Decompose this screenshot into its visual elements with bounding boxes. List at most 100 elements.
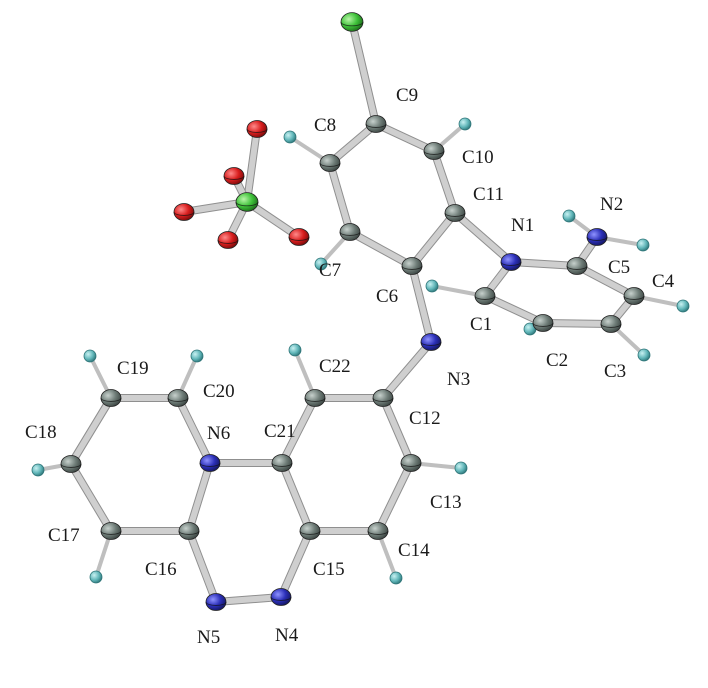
bond — [213, 594, 284, 605]
atom-c20 — [167, 389, 189, 407]
atom-n5 — [205, 593, 227, 611]
atom-label-c3: C3 — [604, 361, 626, 382]
hydrogen-atom — [637, 348, 651, 362]
atom-label-n1: N1 — [511, 215, 534, 236]
atom-label-c17: C17 — [48, 525, 80, 546]
bond — [244, 126, 260, 205]
bond — [327, 121, 379, 166]
atom-c14 — [367, 522, 389, 540]
atom-n1 — [500, 253, 522, 271]
bond-layer — [67, 18, 638, 606]
bond — [540, 320, 614, 327]
bond — [347, 229, 415, 269]
hydrogen-atom — [31, 463, 45, 477]
atom-label-c19: C19 — [117, 358, 149, 379]
atom-c7 — [339, 223, 361, 241]
atom-label-c4: C4 — [652, 271, 675, 292]
atom-c10 — [423, 142, 445, 160]
atom-c4 — [623, 287, 645, 305]
atom-c11 — [444, 204, 466, 222]
bond — [409, 263, 434, 345]
atom-c16 — [178, 522, 200, 540]
hydrogen-atom — [314, 257, 328, 271]
atom-label-c13: C13 — [430, 492, 462, 513]
bond — [380, 339, 434, 401]
bond — [482, 293, 546, 326]
atom-o4 — [217, 231, 239, 249]
hydrogen-atom — [562, 209, 576, 223]
hydrogen-atom — [425, 279, 439, 293]
atom-label-c15: C15 — [313, 559, 345, 580]
bond — [409, 210, 458, 269]
hydrogen-atom — [283, 130, 297, 144]
atom-label-c16: C16 — [145, 559, 177, 580]
hydrogen-atom — [389, 571, 403, 585]
bond — [68, 461, 114, 534]
atom-label-c18: C18 — [25, 422, 57, 443]
atom-cl1 — [340, 12, 364, 32]
bond — [373, 121, 437, 154]
atom-c13 — [400, 454, 422, 472]
atom-label-c9: C9 — [396, 85, 418, 106]
atom-label-c22: C22 — [319, 356, 351, 377]
bond — [68, 395, 114, 467]
bond — [431, 148, 458, 216]
hydrogen-atom — [458, 117, 472, 131]
atom-label-c21: C21 — [264, 421, 296, 442]
bond — [279, 460, 313, 534]
atom-n6 — [199, 454, 221, 472]
atom-c6 — [401, 257, 423, 275]
hydrogen-layer — [31, 117, 690, 585]
hydrogen-atom — [89, 570, 103, 584]
atom-label-c11: C11 — [473, 184, 504, 205]
hydrogen-atom — [454, 461, 468, 475]
atom-c18 — [60, 455, 82, 473]
atom-c22 — [304, 389, 326, 407]
atom-o3 — [173, 203, 195, 221]
bond — [327, 160, 353, 235]
atom-label-n5: N5 — [197, 627, 220, 648]
label-layer: C1C2C3C4C5C6C7C8C9C10C11C12C13C14C15C16C… — [25, 85, 675, 648]
hydrogen-atom — [288, 343, 302, 357]
atom-label-n4: N4 — [275, 625, 299, 646]
atom-label-n6: N6 — [207, 423, 230, 444]
atom-c17 — [100, 522, 122, 540]
atom-label-c10: C10 — [462, 147, 494, 168]
bond — [186, 528, 219, 605]
atom-label-c1: C1 — [470, 314, 492, 335]
atom-n2 — [586, 228, 608, 246]
bond — [508, 259, 580, 269]
bond — [574, 263, 637, 299]
bond — [175, 395, 213, 466]
atom-label-c8: C8 — [314, 115, 336, 136]
bond — [278, 528, 313, 600]
atom-label-c20: C20 — [203, 381, 235, 402]
atom-c9 — [365, 115, 387, 133]
bond — [452, 210, 514, 265]
atom-c19 — [100, 389, 122, 407]
atom-cl2 — [235, 192, 259, 212]
atom-label-c12: C12 — [409, 408, 441, 429]
atom-o1 — [246, 120, 268, 138]
atom-label-c6: C6 — [376, 286, 398, 307]
atom-label-n3: N3 — [447, 369, 470, 390]
atom-label-n2: N2 — [600, 194, 623, 215]
bond — [279, 395, 318, 466]
atom-n3 — [420, 333, 442, 351]
hydrogen-atom — [636, 238, 650, 252]
bond — [380, 395, 414, 466]
atom-c2 — [532, 314, 554, 332]
atom-c3 — [600, 315, 622, 333]
bond — [375, 460, 414, 534]
hydrogen-atom — [83, 349, 97, 363]
atom-label-c2: C2 — [546, 350, 568, 371]
atom-o2 — [223, 167, 245, 185]
atom-c15 — [299, 522, 321, 540]
bond — [186, 460, 213, 534]
atom-layer — [60, 12, 645, 611]
hydrogen-atom — [676, 299, 690, 313]
hydrogen-bond-layer — [36, 122, 685, 580]
atom-c5 — [566, 257, 588, 275]
atom-c8 — [319, 154, 341, 172]
hydrogen-atom — [190, 349, 204, 363]
